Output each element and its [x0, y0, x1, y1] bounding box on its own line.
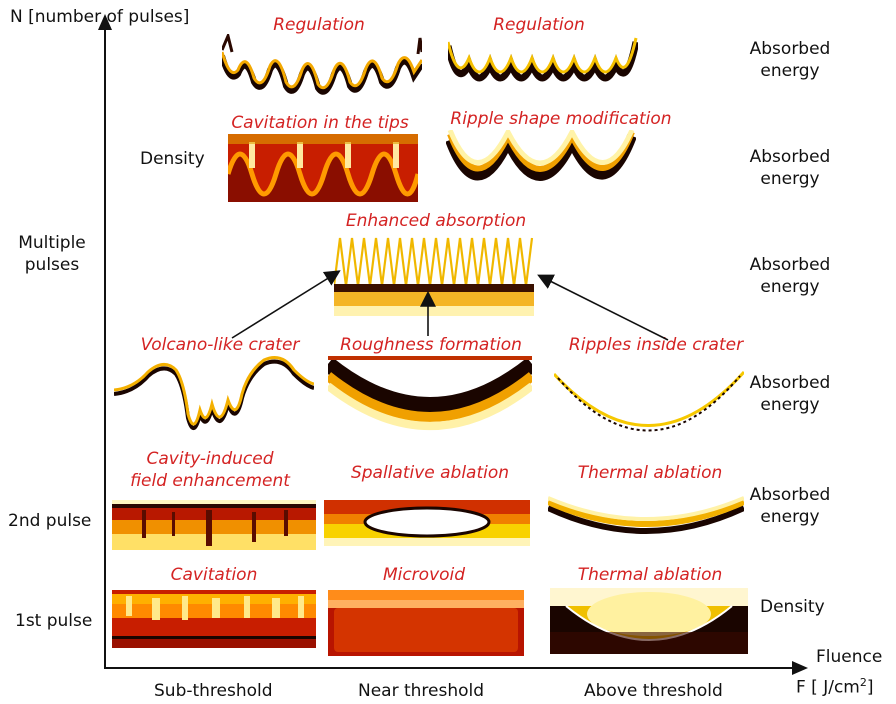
- panel-thermal-ablation-2nd: [548, 494, 744, 540]
- arrow-from-volcano: [232, 272, 338, 338]
- arrow-from-ripples-crater: [540, 276, 668, 340]
- panel-thermal-ablation-1st: [550, 588, 748, 654]
- panel-ripples-inside-crater: [554, 368, 744, 434]
- panel-cavitation-1st: [112, 590, 316, 648]
- panel-spallative-ablation: [324, 500, 530, 546]
- panel-roughness-formation: [328, 356, 532, 442]
- panel-volcano-crater: [114, 356, 314, 442]
- panel-microvoid: [328, 590, 524, 656]
- panel-cavity-induced: [112, 500, 316, 550]
